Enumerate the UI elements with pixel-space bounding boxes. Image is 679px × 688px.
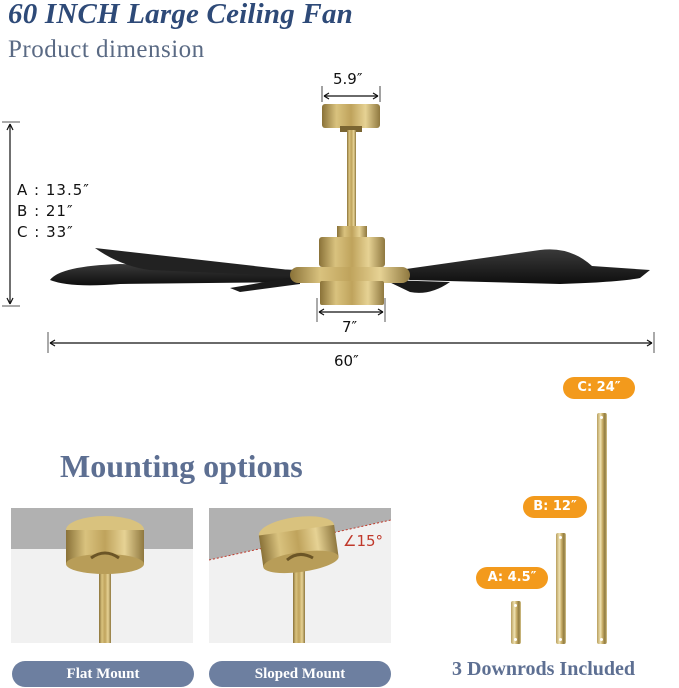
downrod-b [556, 533, 566, 644]
height-c: C : 33″ [17, 223, 74, 241]
sloped-mount-label: Sloped Mount [209, 661, 391, 687]
downrod-a [511, 601, 521, 644]
flat-mount-label: Flat Mount [12, 661, 194, 687]
downrod-c-tag: C: 24″ [563, 377, 635, 399]
motor-width-label: 7″ [342, 318, 358, 336]
flat-mount-image [11, 508, 193, 643]
downrod-b-tag: B: 12″ [523, 496, 587, 518]
downrod-a-tag: A: 4.5″ [476, 567, 548, 589]
downrods-footer: 3 Downrods Included [452, 658, 636, 680]
height-list: A : 13.5″ B : 21″ C : 33″ [17, 180, 90, 243]
blade-span-label: 60″ [334, 352, 359, 370]
downrod-c [597, 413, 607, 644]
canopy-width-label: 5.9″ [333, 70, 363, 88]
slope-angle-label: ∠15° [343, 532, 384, 550]
page-subtitle: Product dimension [8, 36, 205, 63]
height-b: B : 21″ [17, 202, 74, 220]
height-a: A : 13.5″ [17, 181, 90, 199]
page-title: 60 INCH Large Ceiling Fan [8, 0, 353, 30]
sloped-mount-image: ∠15° [209, 508, 391, 643]
mounting-title: Mounting options [60, 448, 303, 484]
fan-diagram [2, 86, 655, 353]
